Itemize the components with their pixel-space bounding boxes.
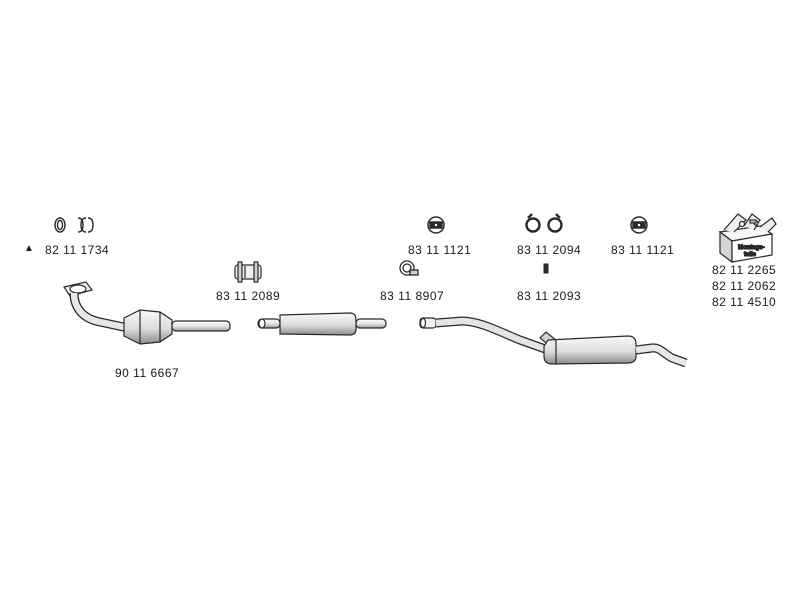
pipe-clamp-icon-middle [399,260,419,276]
rear-muffler [419,316,688,368]
rubber-hanger-icon-right [630,216,648,234]
mounting-box-label-line2: teile [744,252,757,258]
rubber-hanger-icon-pair [525,213,563,233]
pipe-clamp-icon-front [234,261,262,283]
part-number-hanger-bolt: 83 11 2093 [517,289,582,303]
part-number-clamp-front: 83 11 2089 [216,289,281,303]
part-number-hanger-right: 83 11 1121 [611,243,675,257]
part-number-mounting-kit-3: 82 11 4510 [712,295,777,309]
gasket-warning-marker: ▲ [24,243,35,254]
gasket-rings-icon [54,217,94,233]
mounting-parts-box-icon: Montage- teile [718,213,777,264]
front-muffler [257,312,387,336]
part-number-gasket-set: 82 11 1734 [45,243,110,257]
part-number-hanger-left: 83 11 1121 [408,243,472,257]
catalytic-converter [63,281,231,345]
hanger-bolt-icon [543,263,549,274]
part-number-mounting-kit-1: 82 11 2265 [712,263,777,277]
part-number-mounting-kit-2: 82 11 2062 [712,279,777,293]
part-number-clamp-middle: 83 11 8907 [380,289,445,303]
rubber-hanger-icon-left [427,216,445,234]
part-number-catalytic-converter: 90 11 6667 [115,366,180,380]
part-number-hanger-pair: 83 11 2094 [517,243,582,257]
mounting-box-label-line1: Montage- [738,245,765,251]
